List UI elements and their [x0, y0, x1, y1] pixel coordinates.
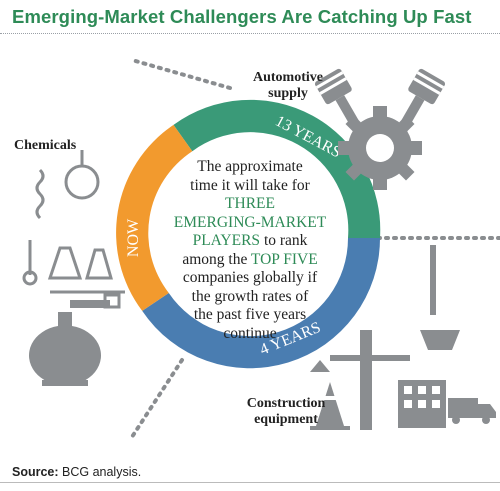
source-text: BCG analysis. — [58, 465, 142, 479]
center-line-8: continue — [223, 324, 277, 342]
truck-icon — [448, 398, 496, 424]
traffic-cone-icon — [310, 382, 350, 430]
piston-icon-right — [395, 68, 446, 135]
crane-icon — [310, 245, 460, 430]
lab-apparatus-icon — [22, 150, 125, 309]
center-line-3-suffix: to rank — [260, 232, 308, 249]
center-line-2: time it will take for — [190, 176, 310, 194]
center-line-7: the past five years — [193, 306, 307, 323]
piston-icon-left — [314, 68, 365, 135]
pipe-icon — [70, 300, 110, 308]
title-divider — [0, 33, 500, 34]
center-highlight-players: PLAYERS — [192, 232, 261, 249]
source-divider — [0, 482, 500, 483]
sector-label-chemicals: Chemicals — [14, 138, 77, 153]
center-line-6: the growth rates of — [191, 287, 309, 305]
center-description: The approximate time it will take for TH… — [152, 158, 348, 343]
source-label: Source: — [12, 465, 59, 479]
gear-icon — [338, 106, 422, 190]
ring-inner-circle — [154, 142, 346, 334]
center-line-4: among the TOP FIVE — [152, 251, 348, 270]
center-line-5: companies globally if — [182, 269, 318, 286]
ring-segment-now — [116, 124, 193, 311]
ring-segment-13-years — [173, 99, 381, 239]
separator-top — [130, 58, 232, 90]
separator-bottom — [128, 358, 184, 442]
center-highlight-emerging-market: EMERGING-MARKET — [173, 213, 327, 231]
ring-label-now: NOW — [125, 218, 142, 257]
center-line-1: The approximate — [197, 158, 303, 175]
flask-icon — [28, 312, 102, 386]
center-highlight-top-five: TOP FIVE — [250, 250, 318, 268]
ring-segment-4-years — [142, 238, 381, 369]
center-line-3: PLAYERS to rank — [152, 232, 348, 251]
center-line-4-prefix: among the — [182, 250, 251, 268]
building-icon — [398, 380, 446, 428]
source-note: Source: BCG analysis. — [12, 465, 141, 479]
sector-label-automotive: Automotive supply — [253, 70, 323, 101]
center-highlight-three: THREE — [225, 195, 275, 212]
sector-label-construction: Construction equipment — [246, 396, 326, 427]
page-title: Emerging-Market Challengers Are Catching… — [12, 6, 472, 27]
